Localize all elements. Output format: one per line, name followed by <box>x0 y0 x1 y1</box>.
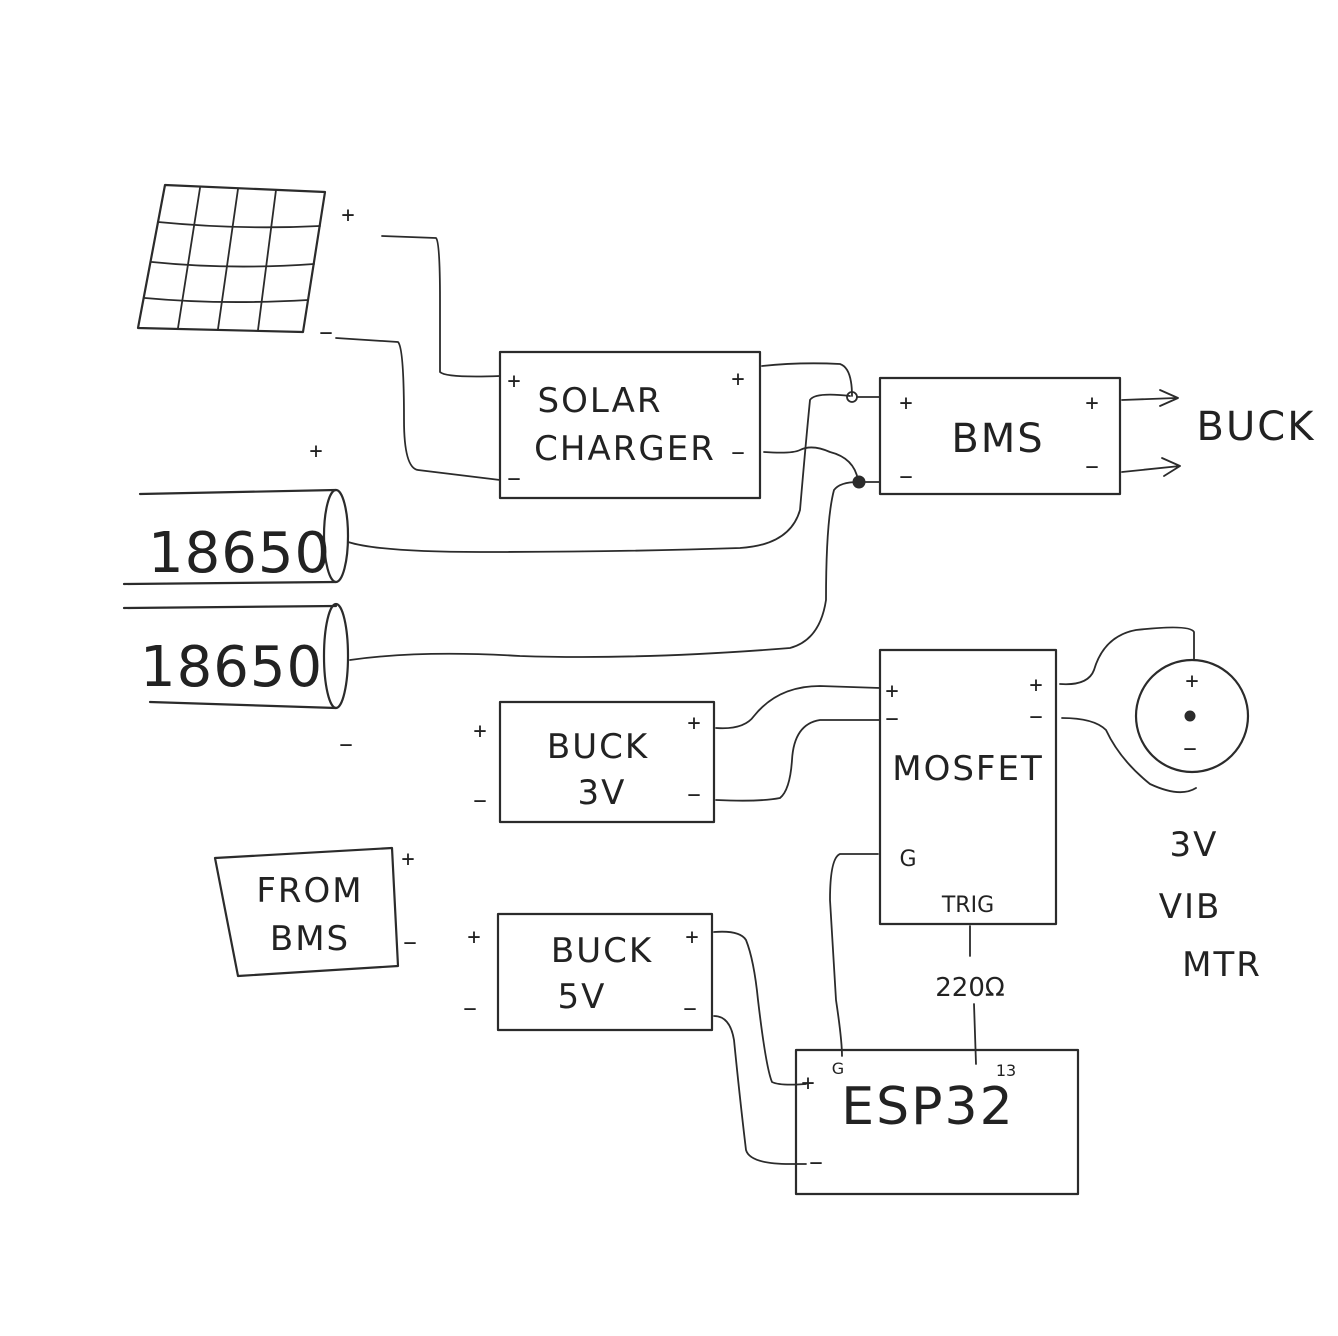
from-bms-label-2: BMS <box>270 919 350 959</box>
esp32-pin-g: G <box>832 1059 844 1078</box>
buck-5v-label-1: BUCK <box>551 931 653 971</box>
motor-minus: − <box>1183 737 1196 762</box>
battery-cell-2 <box>122 602 350 710</box>
resistor-label: 220Ω <box>935 973 1005 1003</box>
bms-in-plus: + <box>899 391 912 416</box>
buck-5v-box <box>496 912 714 1032</box>
buck-5v-out-plus: + <box>685 925 698 950</box>
bms-out-plus: + <box>1085 391 1098 416</box>
cell-2-label: 18650 <box>140 635 323 700</box>
mosfet-label: MOSFET <box>892 749 1044 789</box>
solar-charger-label-1: SOLAR <box>538 381 663 421</box>
buck-3v-label-2: 3V <box>578 773 627 813</box>
charger-in-plus: + <box>507 369 520 394</box>
buck-5v-label-2: 5V <box>558 977 607 1017</box>
cell-2-minus: − <box>339 733 352 758</box>
buck-3v-label-1: BUCK <box>547 727 649 767</box>
wire-trig-lower <box>973 1003 977 1065</box>
mosfet-in-plus: + <box>885 679 898 704</box>
vib-motor-label-1: 3V <box>1170 825 1219 865</box>
esp32-plus: + <box>801 1071 814 1096</box>
wire-panel-plus <box>381 235 501 378</box>
solar-plus-symbol: + <box>341 203 354 228</box>
arrow-bms-minus-out <box>1121 457 1181 477</box>
wire-charger-minus <box>763 446 859 481</box>
bms-label: BMS <box>951 416 1044 462</box>
buck-3v-in-minus: − <box>473 789 486 814</box>
from-bms-plus: + <box>401 847 414 872</box>
bms-box <box>878 376 1122 496</box>
mosfet-out-plus: + <box>1029 673 1042 698</box>
mosfet-in-minus: − <box>885 707 898 732</box>
mosfet-out-minus: − <box>1029 705 1042 730</box>
arrow-bms-plus-out <box>1121 389 1179 407</box>
from-bms-minus: − <box>403 931 416 956</box>
buck-3v-out-plus: + <box>687 711 700 736</box>
esp32-label: ESP32 <box>841 1077 1014 1137</box>
buck-3v-box <box>498 700 716 824</box>
vib-motor-label-3: MTR <box>1182 945 1262 985</box>
bms-in-minus: − <box>899 465 912 490</box>
solar-minus-symbol: − <box>319 321 332 346</box>
from-bms-box <box>213 846 400 978</box>
wire-buck5v-minus <box>713 1015 807 1165</box>
esp32-pin-13: 13 <box>996 1061 1016 1080</box>
charger-out-minus: − <box>731 441 744 466</box>
motor-plus: + <box>1185 669 1198 694</box>
solar-panel-icon <box>136 183 327 334</box>
wire-panel-minus <box>335 337 501 481</box>
wire-cell-2-minus <box>349 481 859 661</box>
wire-buck5v-plus <box>713 930 807 1086</box>
buck-3v-out-minus: − <box>687 783 700 808</box>
battery-cell-1 <box>122 488 350 586</box>
esp32-box <box>794 1048 1080 1196</box>
wire-gate-to-esp32 <box>829 853 879 1057</box>
vib-motor-label-2: VIB <box>1159 887 1222 927</box>
wire-cell-1-plus <box>347 393 851 553</box>
mosfet-trig-label: TRIG <box>941 893 994 918</box>
solar-charger-label-2: CHARGER <box>534 429 716 469</box>
buck-5v-out-minus: − <box>683 997 696 1022</box>
buck-out-label: BUCK <box>1197 404 1316 450</box>
mosfet-gate-label: G <box>899 847 916 872</box>
from-bms-label-1: FROM <box>256 871 363 911</box>
vib-motor-center-dot <box>1184 710 1196 722</box>
bms-out-minus: − <box>1085 455 1098 480</box>
vib-motor-icon <box>1134 658 1250 774</box>
wire-charger-plus <box>761 362 853 397</box>
cell-1-plus: + <box>309 439 322 464</box>
charger-out-plus: + <box>731 367 744 392</box>
wire-buck3v-plus <box>715 685 881 730</box>
wire-buck3v-minus <box>715 719 881 802</box>
solar-charger-box <box>498 350 762 500</box>
charger-in-minus: − <box>507 467 520 492</box>
buck-5v-in-minus: − <box>463 997 476 1022</box>
cell-1-label: 18650 <box>148 521 331 586</box>
wire-mosfet-motor-minus <box>1061 717 1197 794</box>
buck-5v-in-plus: + <box>467 925 480 950</box>
esp32-minus: − <box>809 1151 822 1176</box>
buck-3v-in-plus: + <box>473 719 486 744</box>
mosfet-box <box>878 648 1058 926</box>
wire-mosfet-motor-plus <box>1059 626 1195 686</box>
